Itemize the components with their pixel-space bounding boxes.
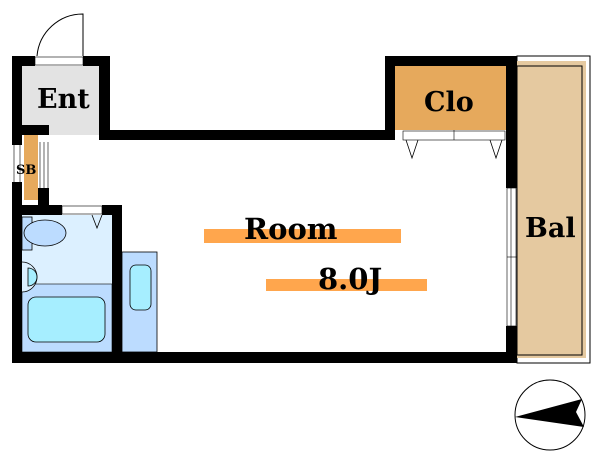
sink-basin-icon <box>27 267 38 287</box>
window-lines <box>13 142 49 188</box>
balcony-inner-line <box>516 65 583 356</box>
north-arrow-icon <box>515 399 584 427</box>
size-label-bar <box>266 279 427 291</box>
toilet-bowl-icon <box>23 219 67 247</box>
room-label-bar <box>204 229 401 243</box>
room-label: Room <box>244 212 338 246</box>
bathtub-icon <box>27 296 106 343</box>
shoe-box-area <box>24 135 38 200</box>
washing-machine-icon <box>129 264 152 311</box>
balcony-area <box>517 61 586 358</box>
closet-area <box>393 66 506 130</box>
bath-door-icon <box>91 214 103 230</box>
shoe-box-window <box>12 145 22 182</box>
entrance-door[interactable] <box>34 56 84 66</box>
shoe-box-label: SB <box>16 163 36 178</box>
entrance-label: Ent <box>37 84 90 115</box>
balcony-label: Bal <box>525 213 576 244</box>
closet-door-icon <box>405 139 503 160</box>
bathroom-door[interactable] <box>61 205 103 215</box>
entrance-area <box>22 66 99 135</box>
closet-label: Clo <box>424 87 474 118</box>
entrance-door-swing[interactable] <box>36 13 84 57</box>
walls <box>12 56 517 363</box>
room-size-label: 8.0J <box>318 262 382 296</box>
